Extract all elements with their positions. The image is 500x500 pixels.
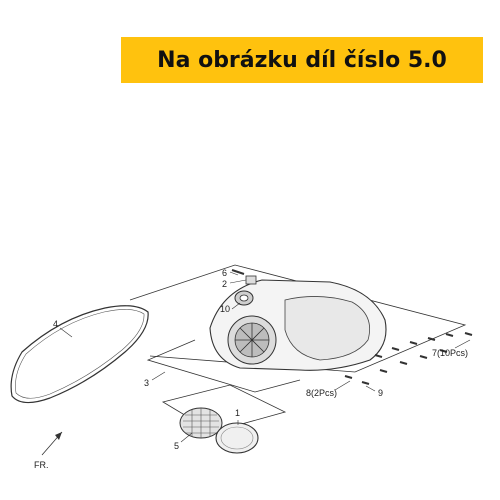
clamp-2 xyxy=(245,275,257,285)
frame-lower xyxy=(146,339,301,393)
label-4: 4 xyxy=(53,319,58,329)
label-8: 8(2Pcs) xyxy=(306,388,337,398)
front-arrow-icon xyxy=(41,431,63,456)
label-3: 3 xyxy=(144,378,149,388)
part-number-banner: Na obrázku díl číslo 5.0 xyxy=(121,37,483,83)
label-1: 1 xyxy=(235,408,240,418)
label-front: FR. xyxy=(34,460,49,470)
label-2: 2 xyxy=(222,279,227,289)
label-5: 5 xyxy=(174,441,179,451)
bolts-7 xyxy=(374,332,473,373)
bolt-6 xyxy=(231,269,245,275)
banner-text: Na obrázku díl číslo 5.0 xyxy=(157,47,447,73)
bolts-8 xyxy=(344,375,370,385)
leader-lines xyxy=(59,271,471,443)
label-10: 10 xyxy=(220,304,230,314)
label-6: 6 xyxy=(222,268,227,278)
label-9: 9 xyxy=(378,388,383,398)
gasket-part xyxy=(10,305,149,404)
crankcase-cover-part xyxy=(209,279,387,371)
label-7: 7(10Pcs) xyxy=(432,348,468,358)
oil-seal-part xyxy=(234,290,254,306)
air-grille-part xyxy=(179,407,223,439)
cap-part xyxy=(215,422,259,454)
